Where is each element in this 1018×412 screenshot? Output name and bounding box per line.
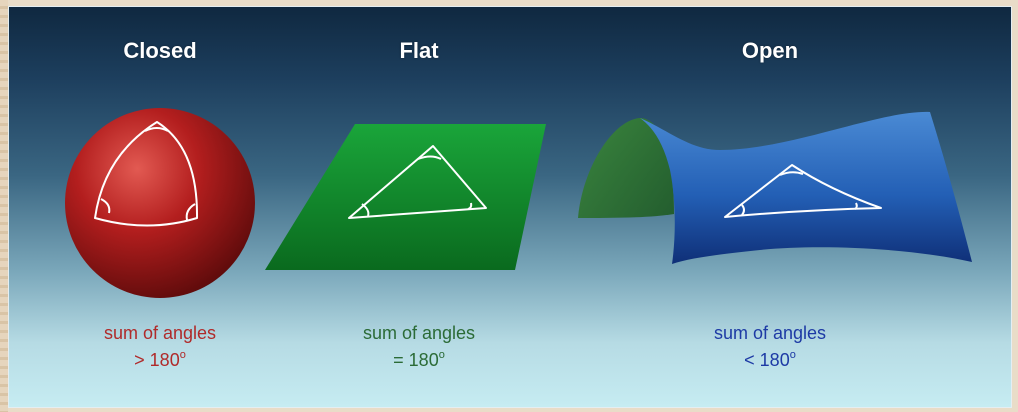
saddle-shape bbox=[578, 111, 972, 264]
caption-open: sum of angles < 180o bbox=[650, 322, 890, 371]
sphere-shape bbox=[65, 108, 255, 298]
caption-open-line1: sum of angles bbox=[713, 323, 827, 343]
sphere-triangle bbox=[94, 121, 199, 227]
caption-closed-line2: > 180o bbox=[40, 344, 280, 371]
caption-closed-line1: sum of angles bbox=[103, 323, 217, 343]
heading-closed: Closed bbox=[123, 38, 197, 63]
heading-open: Open bbox=[741, 38, 799, 63]
open-triangle bbox=[724, 164, 882, 218]
flat-triangle bbox=[348, 145, 487, 219]
caption-flat-line2: = 180o bbox=[299, 344, 539, 371]
caption-closed-value: > 180 bbox=[134, 350, 180, 370]
frame-edge bbox=[0, 0, 8, 412]
caption-open-line2: < 180o bbox=[650, 344, 890, 371]
caption-open-value: < 180 bbox=[744, 350, 790, 370]
degree-symbol: o bbox=[179, 349, 186, 361]
caption-flat: sum of angles = 180o bbox=[299, 322, 539, 371]
caption-flat-line1: sum of angles bbox=[362, 323, 476, 343]
degree-symbol: o bbox=[789, 349, 796, 361]
caption-flat-value: = 180 bbox=[393, 350, 439, 370]
heading-flat: Flat bbox=[399, 38, 439, 63]
flat-plane-shape bbox=[265, 124, 546, 270]
caption-closed: sum of angles > 180o bbox=[40, 322, 280, 371]
degree-symbol: o bbox=[438, 349, 445, 361]
